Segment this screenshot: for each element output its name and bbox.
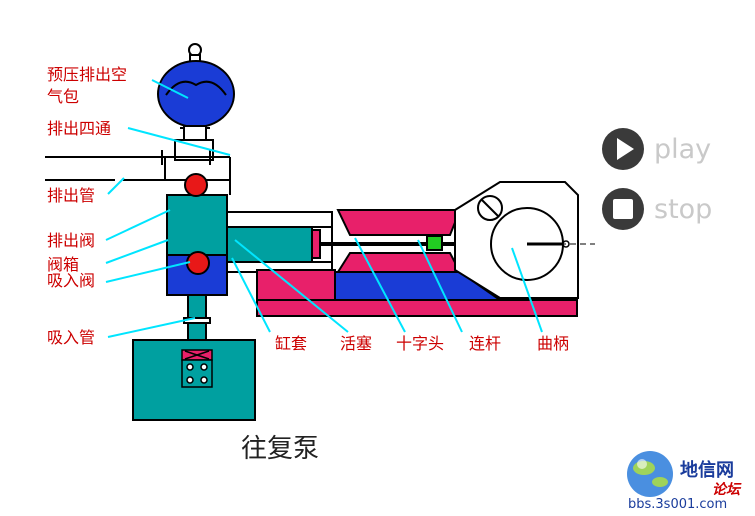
label-piston: 活塞 [340, 334, 373, 353]
label-connecting-rod: 连杆 [469, 334, 502, 353]
air-chamber [157, 43, 235, 141]
play-button[interactable]: play [602, 128, 711, 170]
watermark-subtitle: 论坛 [712, 482, 740, 498]
globe-icon [627, 451, 673, 497]
watermark-title: 地信网 [680, 460, 734, 481]
piston [311, 229, 321, 259]
label-air-chamber-line1: 预压排出空 [47, 65, 128, 84]
leader-lines [105, 79, 543, 338]
suction-strainer [181, 349, 213, 388]
label-valve-box: 阀箱 [47, 255, 80, 274]
label-cylinder-liner: 缸套 [275, 334, 308, 353]
stop-button[interactable]: stop [602, 188, 712, 230]
crosshead [426, 235, 443, 251]
crank [477, 195, 570, 281]
stop-label[interactable]: stop [654, 193, 713, 225]
label-discharge-tee: 排出四通 [47, 119, 112, 138]
label-discharge-pipe: 排出管 [47, 186, 96, 205]
label-air-chamber-line2: 气包 [47, 87, 80, 106]
stop-icon[interactable] [602, 188, 644, 230]
suction-valve [186, 251, 210, 275]
diagram-caption: 往复泵 [241, 434, 320, 464]
discharge-valve [184, 173, 208, 197]
label-crosshead: 十字头 [396, 334, 445, 353]
watermark-url: bbs.3s001.com [628, 497, 728, 512]
label-crank: 曲柄 [537, 334, 570, 353]
discharge-pipe [45, 156, 166, 181]
play-label[interactable]: play [654, 133, 712, 165]
label-suction-pipe: 吸入管 [47, 328, 96, 347]
label-discharge-valve: 排出阀 [47, 231, 96, 250]
play-icon[interactable] [602, 128, 644, 170]
label-suction-valve: 吸入阀 [47, 271, 96, 290]
